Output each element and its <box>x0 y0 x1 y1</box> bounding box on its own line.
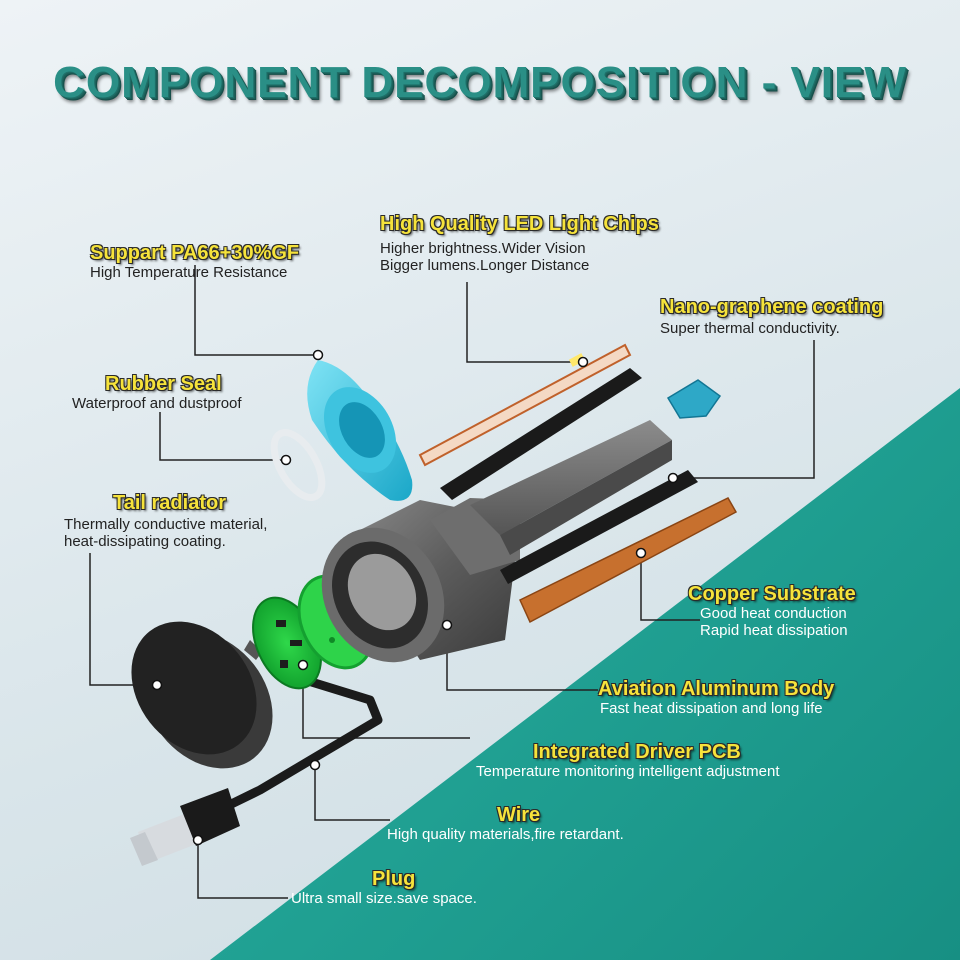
label-seal: Rubber Seal Waterproof and dustproof <box>72 373 242 412</box>
label-aluminum-heading: Aviation Aluminum Body <box>598 678 835 700</box>
page-title: COMPONENT DECOMPOSITION - VIEW <box>53 58 907 107</box>
graphene-strip-bottom <box>500 470 698 584</box>
blue-end-cap-part <box>666 379 722 419</box>
dot-copper <box>635 547 647 559</box>
label-led-line-1: Higher brightness.Wider Vision <box>380 240 586 257</box>
label-tail-heading: Tail radiator <box>113 492 226 514</box>
label-plug-heading: Plug <box>372 868 416 890</box>
led-strip-part <box>418 343 632 467</box>
label-led-line-2: Bigger lumens.Longer Distance <box>380 257 590 274</box>
label-tail-line-2: heat-dissipating coating. <box>64 533 226 550</box>
label-wire: Wire High quality materials,fire retarda… <box>387 804 624 843</box>
copper-substrate-part <box>519 497 738 624</box>
label-plug-line-1: Ultra small size.save space. <box>291 890 477 907</box>
dot-graphene <box>667 472 679 484</box>
label-wire-line-1: High quality materials,fire retardant. <box>387 826 624 843</box>
label-copper-heading: Copper Substrate <box>688 583 856 605</box>
dot-aluminum <box>441 619 453 631</box>
label-tail: Tail radiator Thermally conductive mater… <box>64 492 267 550</box>
leader-plug <box>197 840 288 899</box>
label-copper: Copper Substrate Good heat conduction Ra… <box>688 583 856 639</box>
dot-pa66 <box>312 349 324 361</box>
label-copper-line-2: Rapid heat dissipation <box>700 622 848 639</box>
label-led: High Quality LED Light Chips Higher brig… <box>380 213 659 274</box>
tail-radiator-part <box>131 621 273 769</box>
label-pa66-heading: Suppart PA66+30%GF <box>90 242 300 264</box>
label-pcb: Integrated Driver PCB Temperature monito… <box>476 741 780 780</box>
dot-wire <box>309 759 321 771</box>
dot-pcb <box>297 659 309 671</box>
leader-wire <box>314 765 390 821</box>
dot-led <box>577 356 589 368</box>
label-tail-line-1: Thermally conductive material, <box>64 516 268 533</box>
label-led-heading: High Quality LED Light Chips <box>380 213 659 235</box>
label-graphene-line-1: Super thermal conductivity. <box>660 320 840 337</box>
label-seal-line-1: Waterproof and dustproof <box>72 395 242 412</box>
label-wire-heading: Wire <box>497 804 541 826</box>
leader-graphene <box>673 340 815 479</box>
leader-led <box>466 282 583 363</box>
label-graphene: Nano-graphene coating Super thermal cond… <box>660 296 883 337</box>
graphene-strip-top <box>440 368 642 500</box>
leader-dots <box>151 349 679 846</box>
leader-pa66 <box>194 265 318 356</box>
dot-plug <box>192 834 204 846</box>
label-pa66-line-1: High Temperature Resistance <box>90 264 288 281</box>
plug-part <box>130 788 240 866</box>
label-pa66: Suppart PA66+30%GF High Temperature Resi… <box>90 242 299 281</box>
label-pcb-heading: Integrated Driver PCB <box>533 741 741 763</box>
pa66-holder-part <box>307 360 413 501</box>
label-aluminum: Aviation Aluminum Body Fast heat dissipa… <box>598 678 834 717</box>
wire-part <box>213 675 383 817</box>
dot-seal <box>280 454 292 466</box>
label-aluminum-line-1: Fast heat dissipation and long life <box>600 700 823 717</box>
label-graphene-heading: Nano-graphene coating <box>660 296 884 318</box>
label-copper-line-1: Good heat conduction <box>700 605 847 622</box>
label-seal-heading: Rubber Seal <box>105 373 222 395</box>
label-pcb-line-1: Temperature monitoring intelligent adjus… <box>476 763 780 780</box>
rubber-seal-part <box>270 429 326 501</box>
leader-seal <box>159 412 286 461</box>
leader-copper <box>640 553 700 621</box>
dot-tail <box>151 679 163 691</box>
leader-pcb <box>302 665 470 739</box>
label-plug: Plug Ultra small size.save space. <box>291 868 477 907</box>
aluminum-body-part <box>321 420 672 663</box>
